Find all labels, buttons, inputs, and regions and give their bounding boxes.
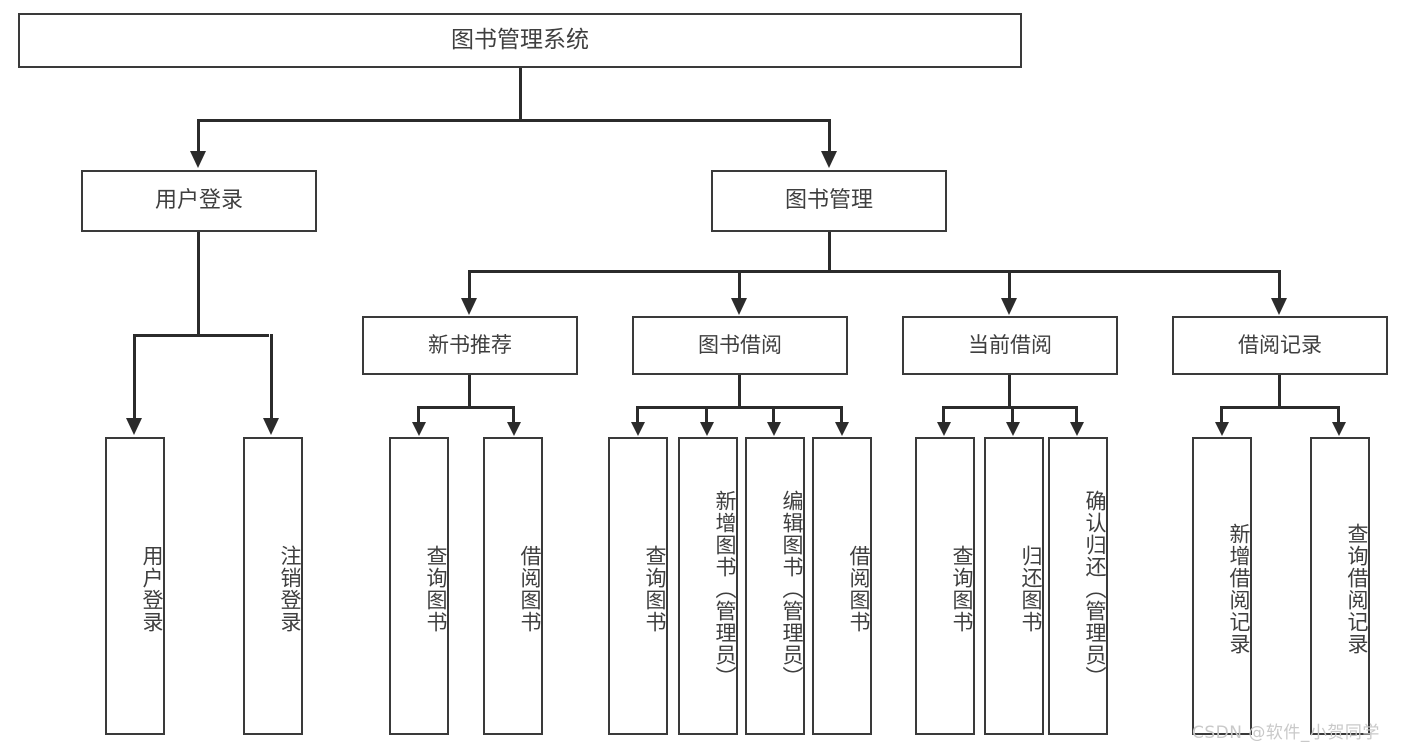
connector-book-borrow-drop-4 <box>840 406 843 424</box>
arrowhead-book-borrow <box>731 298 747 315</box>
connector-user-login-drop-2 <box>270 334 273 420</box>
arrowhead-leaf-return-book <box>1006 422 1020 436</box>
node-leaf-user-logout-label: 注销登录 <box>278 545 302 633</box>
arrowhead-leaf-add-book <box>700 422 714 436</box>
node-leaf-query-record[interactable]: 查询借阅记录 <box>1310 437 1370 735</box>
node-leaf-user-logout[interactable]: 注销登录 <box>243 437 303 735</box>
node-leaf-add-record-label: 新增借阅记录 <box>1227 523 1251 655</box>
arrowhead-leaf-query-book-borrow <box>631 422 645 436</box>
node-leaf-confirm-return-label: 确认归还（管理员） <box>1083 490 1107 688</box>
connector-user-login-drop-1 <box>133 334 136 420</box>
connector-new-book-rec-stem <box>468 375 471 408</box>
node-leaf-query-book-borrow-label: 查询图书 <box>643 545 667 633</box>
connector-new-book-rec-bus <box>417 406 515 409</box>
arrowhead-leaf-add-record <box>1215 422 1229 436</box>
connector-borrow-record-drop-1 <box>1220 406 1223 424</box>
node-leaf-edit-book[interactable]: 编辑图书（管理员） <box>745 437 805 735</box>
node-leaf-borrow-book-label: 借阅图书 <box>847 545 871 633</box>
arrowhead-leaf-borrow-book-rec <box>507 422 521 436</box>
arrowhead-new-book-rec <box>461 298 477 315</box>
node-leaf-query-book-current-label: 查询图书 <box>950 545 974 633</box>
node-current-borrow[interactable]: 当前借阅 <box>902 316 1118 375</box>
node-book-manage-label: 图书管理 <box>784 188 873 214</box>
node-leaf-query-book-rec-label: 查询图书 <box>424 545 448 633</box>
node-leaf-query-book-rec[interactable]: 查询图书 <box>389 437 449 735</box>
connector-book-manage-bus <box>468 270 1280 273</box>
connector-book-manage-drop-4 <box>1278 270 1281 300</box>
node-book-borrow-label: 图书借阅 <box>698 333 782 358</box>
arrowhead-leaf-user-logout <box>263 418 279 435</box>
connector-book-borrow-drop-3 <box>772 406 775 424</box>
node-leaf-query-book-borrow[interactable]: 查询图书 <box>608 437 668 735</box>
arrowhead-leaf-query-record <box>1332 422 1346 436</box>
node-leaf-edit-book-label: 编辑图书（管理员） <box>780 490 804 688</box>
connector-borrow-record-stem <box>1278 375 1281 408</box>
node-current-borrow-label: 当前借阅 <box>968 333 1052 358</box>
node-user-login[interactable]: 用户登录 <box>81 170 317 232</box>
node-user-login-label: 用户登录 <box>154 188 243 214</box>
connector-new-book-rec-drop-2 <box>512 406 515 424</box>
connector-current-borrow-drop-1 <box>942 406 945 424</box>
node-root-label: 图书管理系统 <box>451 27 589 54</box>
node-leaf-query-record-label: 查询借阅记录 <box>1345 523 1369 655</box>
node-new-book-rec[interactable]: 新书推荐 <box>362 316 578 375</box>
node-borrow-record-label: 借阅记录 <box>1238 333 1322 358</box>
node-leaf-add-book[interactable]: 新增图书（管理员） <box>678 437 738 735</box>
node-new-book-rec-label: 新书推荐 <box>428 333 512 358</box>
node-book-manage[interactable]: 图书管理 <box>711 170 947 232</box>
node-leaf-borrow-book[interactable]: 借阅图书 <box>812 437 872 735</box>
connector-root-stem <box>519 68 522 120</box>
node-leaf-return-book-label: 归还图书 <box>1019 545 1043 633</box>
node-borrow-record[interactable]: 借阅记录 <box>1172 316 1388 375</box>
arrowhead-leaf-borrow-book <box>835 422 849 436</box>
connector-user-login-stem <box>197 232 200 335</box>
connector-user-login-bus <box>133 334 269 337</box>
node-book-borrow[interactable]: 图书借阅 <box>632 316 848 375</box>
connector-root-drop-left <box>197 119 200 153</box>
connector-current-borrow-drop-3 <box>1075 406 1078 424</box>
connector-book-manage-drop-1 <box>468 270 471 300</box>
node-leaf-return-book[interactable]: 归还图书 <box>984 437 1044 735</box>
connector-current-borrow-drop-2 <box>1011 406 1014 424</box>
connector-new-book-rec-drop-1 <box>417 406 420 424</box>
arrowhead-leaf-user-login <box>126 418 142 435</box>
connector-current-borrow-stem <box>1008 375 1011 408</box>
arrowhead-leaf-confirm-return <box>1070 422 1084 436</box>
node-leaf-user-login[interactable]: 用户登录 <box>105 437 165 735</box>
node-leaf-add-book-label: 新增图书（管理员） <box>713 490 737 688</box>
connector-book-borrow-stem <box>738 375 741 408</box>
node-leaf-query-book-current[interactable]: 查询图书 <box>915 437 975 735</box>
connector-book-manage-drop-3 <box>1008 270 1011 300</box>
arrowhead-leaf-query-book-current <box>937 422 951 436</box>
arrowhead-current-borrow <box>1001 298 1017 315</box>
arrowhead-book-manage <box>821 151 837 168</box>
arrowhead-user-login <box>190 151 206 168</box>
csdn-watermark: CSDN @软件_小贺同学 <box>1192 723 1380 743</box>
connector-current-borrow-bus <box>942 406 1076 409</box>
connector-book-manage-stem <box>828 232 831 271</box>
connector-root-bus <box>197 119 831 122</box>
arrowhead-borrow-record <box>1271 298 1287 315</box>
connector-book-borrow-bus <box>636 406 842 409</box>
arrowhead-leaf-query-book-rec <box>412 422 426 436</box>
connector-borrow-record-bus <box>1220 406 1340 409</box>
node-leaf-add-record[interactable]: 新增借阅记录 <box>1192 437 1252 735</box>
connector-book-borrow-drop-1 <box>636 406 639 424</box>
node-leaf-confirm-return[interactable]: 确认归还（管理员） <box>1048 437 1108 735</box>
connector-root-drop-right <box>828 119 831 153</box>
node-root[interactable]: 图书管理系统 <box>18 13 1022 68</box>
connector-book-manage-drop-2 <box>738 270 741 300</box>
connector-book-borrow-drop-2 <box>705 406 708 424</box>
node-leaf-borrow-book-rec[interactable]: 借阅图书 <box>483 437 543 735</box>
arrowhead-leaf-edit-book <box>767 422 781 436</box>
node-leaf-borrow-book-rec-label: 借阅图书 <box>518 545 542 633</box>
node-leaf-user-login-label: 用户登录 <box>140 545 164 633</box>
connector-borrow-record-drop-2 <box>1337 406 1340 424</box>
